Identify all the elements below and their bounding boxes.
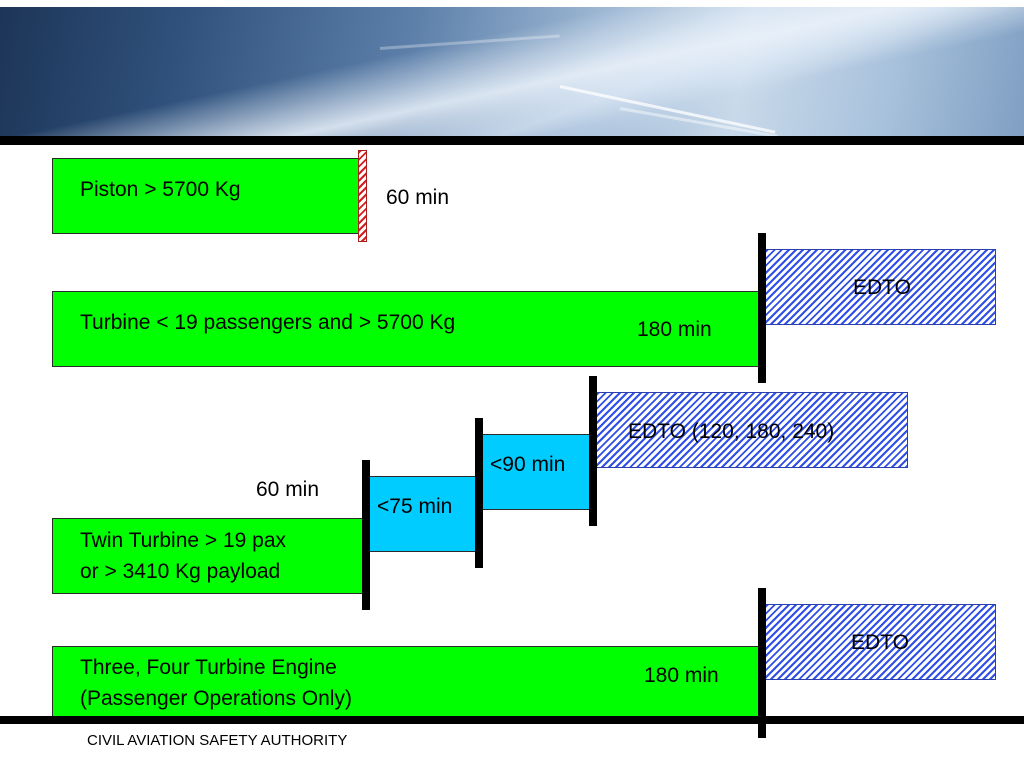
twin-edto-label: EDTO (120, 180, 240) <box>628 420 835 443</box>
twin-edto-bar <box>596 392 908 468</box>
twin-label-line1: Twin Turbine > 19 pax <box>80 529 287 552</box>
piston-bar <box>52 158 362 234</box>
multi-label-line1: Three, Four Turbine Engine <box>80 656 337 679</box>
twin-step-75-bar <box>369 476 479 552</box>
footer-rule <box>0 716 1024 724</box>
twin-step-90-label: <90 min <box>490 453 566 476</box>
multi-edto-bar <box>765 604 996 680</box>
twin-threshold-line-90 <box>589 376 597 526</box>
header-banner-image <box>0 7 1024 138</box>
turbine-bar <box>52 291 762 367</box>
piston-label: Piston > 5700 Kg <box>80 178 241 201</box>
piston-limit-marker <box>358 150 367 242</box>
banner-streak <box>379 34 560 50</box>
turbine-label: Turbine < 19 passengers and > 5700 Kg <box>80 311 456 334</box>
twin-step-75-label: <75 min <box>377 495 453 518</box>
banner-streak <box>559 85 776 134</box>
twin-step-90-bar <box>482 434 594 510</box>
multi-edto-label: EDTO <box>851 631 909 654</box>
multi-threshold-line <box>758 588 766 738</box>
multi-bar <box>52 646 762 722</box>
turbine-edto-bar <box>765 249 996 325</box>
twin-time: 60 min <box>256 478 320 501</box>
twin-threshold-line-75 <box>475 418 483 568</box>
multi-time: 180 min <box>644 664 719 687</box>
turbine-threshold-line <box>758 233 766 383</box>
footer-organization: CIVIL AVIATION SAFETY AUTHORITY <box>87 732 348 749</box>
multi-label-line2: (Passenger Operations Only) <box>80 687 352 710</box>
twin-label-line2: or > 3410 Kg payload <box>80 560 281 583</box>
header-rule <box>0 136 1024 145</box>
twin-threshold-line-60 <box>362 460 370 610</box>
twin-bar <box>52 518 364 594</box>
piston-time: 60 min <box>386 186 450 209</box>
banner-streak <box>619 107 778 138</box>
turbine-time: 180 min <box>637 318 712 341</box>
turbine-edto-label: EDTO <box>853 276 911 299</box>
